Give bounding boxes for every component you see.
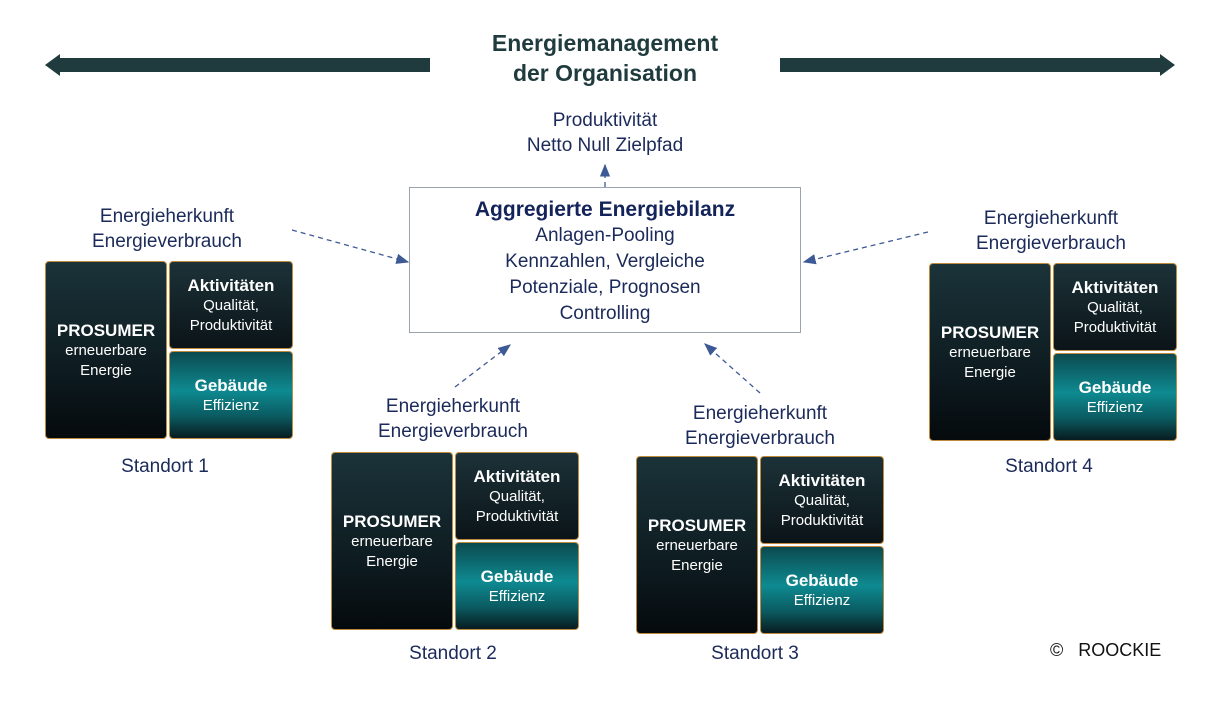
top-labels: Produktivität Netto Null Zielpfad [455, 108, 755, 158]
prosumer-sub: Energie [366, 552, 418, 570]
top-label-netzero: Netto Null Zielpfad [526, 135, 684, 156]
site4-block: PROSUMER erneuerbare Energie Aktivitäten… [929, 263, 1177, 441]
site3-labels: Energieherkunft Energieverbrauch [640, 401, 880, 451]
activities-title: Aktivitäten [473, 466, 561, 486]
building-sub: Effizienz [793, 591, 851, 609]
top-label-productivity: Produktivität [552, 110, 658, 131]
activities-sub: Qualität, [489, 487, 545, 505]
site1-block: PROSUMER erneuerbare Energie Aktivitäten… [45, 261, 293, 439]
activities-title: Aktivitäten [187, 275, 275, 295]
title-line2: der Organisation [512, 60, 698, 86]
activities-tile: Aktivitäten Qualität, Produktivität [1053, 263, 1177, 351]
activities-sub: Qualität, [203, 296, 259, 314]
prosumer-sub: Energie [80, 361, 132, 379]
activities-title: Aktivitäten [1071, 277, 1159, 297]
building-sub: Effizienz [202, 396, 260, 414]
prosumer-sub: Energie [671, 556, 723, 574]
activities-tile: Aktivitäten Qualität, Produktivität [455, 452, 579, 540]
prosumer-tile: PROSUMER erneuerbare Energie [636, 456, 758, 634]
site-label-origin: Energieherkunft [385, 396, 521, 417]
building-tile: Gebäude Effizienz [455, 542, 579, 630]
prosumer-tile: PROSUMER erneuerbare Energie [45, 261, 167, 439]
site3-block: PROSUMER erneuerbare Energie Aktivitäten… [636, 456, 884, 634]
activities-title: Aktivitäten [778, 470, 866, 490]
site-label-consumption: Energieverbrauch [92, 231, 242, 252]
activities-sub: Qualität, [794, 491, 850, 509]
site-label-origin: Energieherkunft [692, 403, 828, 424]
building-tile: Gebäude Effizienz [1053, 353, 1177, 441]
prosumer-sub: erneuerbare [351, 532, 433, 550]
activities-sub: Produktivität [1073, 318, 1157, 336]
building-title: Gebäude [785, 570, 859, 590]
prosumer-title: PROSUMER [342, 511, 442, 531]
aggregate-box: Aggregierte Energiebilanz Anlagen-Poolin… [409, 187, 801, 333]
site-label-consumption: Energieverbrauch [378, 421, 528, 442]
activities-sub: Produktivität [475, 507, 559, 525]
copyright-text: ROOCKIE [1078, 640, 1162, 660]
aggregate-line: Potenziale, Prognosen [509, 277, 701, 298]
activities-tile: Aktivitäten Qualität, Produktivität [169, 261, 293, 349]
building-tile: Gebäude Effizienz [760, 546, 884, 634]
building-sub: Effizienz [1086, 398, 1144, 416]
prosumer-title: PROSUMER [647, 515, 747, 535]
diagram-title: Energiemanagement der Organisation [430, 28, 780, 88]
prosumer-sub: Energie [964, 363, 1016, 381]
prosumer-tile: PROSUMER erneuerbare Energie [331, 452, 453, 630]
activities-sub: Produktivität [189, 316, 273, 334]
title-line1: Energiemanagement [491, 30, 719, 56]
aggregate-line: Kennzahlen, Vergleiche [505, 251, 705, 272]
site3-name: Standort 3 [711, 643, 799, 664]
site-label-origin: Energieherkunft [99, 206, 235, 227]
aggregate-line: Anlagen-Pooling [535, 225, 675, 246]
site2-block: PROSUMER erneuerbare Energie Aktivitäten… [331, 452, 579, 630]
site-label-origin: Energieherkunft [983, 208, 1119, 229]
building-title: Gebäude [480, 566, 554, 586]
aggregate-heading: Aggregierte Energiebilanz [474, 198, 736, 221]
connector-site2 [454, 344, 512, 388]
prosumer-sub: erneuerbare [949, 343, 1031, 361]
building-tile: Gebäude Effizienz [169, 351, 293, 439]
building-title: Gebäude [1078, 377, 1152, 397]
connector-site1 [291, 229, 410, 264]
connector-site3 [704, 343, 761, 394]
site-label-consumption: Energieverbrauch [685, 428, 835, 449]
site2-name: Standort 2 [409, 643, 497, 664]
site1-name: Standort 1 [121, 456, 209, 477]
copyright: © ROOCKIE [1050, 640, 1161, 661]
prosumer-title: PROSUMER [940, 322, 1040, 342]
copyright-icon: © [1050, 640, 1064, 660]
activities-sub: Qualität, [1087, 298, 1143, 316]
prosumer-sub: erneuerbare [656, 536, 738, 554]
building-title: Gebäude [194, 375, 268, 395]
activities-tile: Aktivitäten Qualität, Produktivität [760, 456, 884, 544]
site4-name: Standort 4 [1005, 456, 1093, 477]
site4-labels: Energieherkunft Energieverbrauch [931, 206, 1171, 256]
left-arrow [45, 54, 430, 76]
site-label-consumption: Energieverbrauch [976, 233, 1126, 254]
building-sub: Effizienz [488, 587, 546, 605]
connector-site4 [802, 231, 929, 265]
prosumer-sub: erneuerbare [65, 341, 147, 359]
site2-labels: Energieherkunft Energieverbrauch [333, 394, 573, 444]
aggregate-line: Controlling [559, 303, 651, 324]
activities-sub: Produktivität [780, 511, 864, 529]
prosumer-tile: PROSUMER erneuerbare Energie [929, 263, 1051, 441]
site1-labels: Energieherkunft Energieverbrauch [47, 204, 287, 254]
prosumer-title: PROSUMER [56, 320, 156, 340]
right-arrow [780, 54, 1175, 76]
